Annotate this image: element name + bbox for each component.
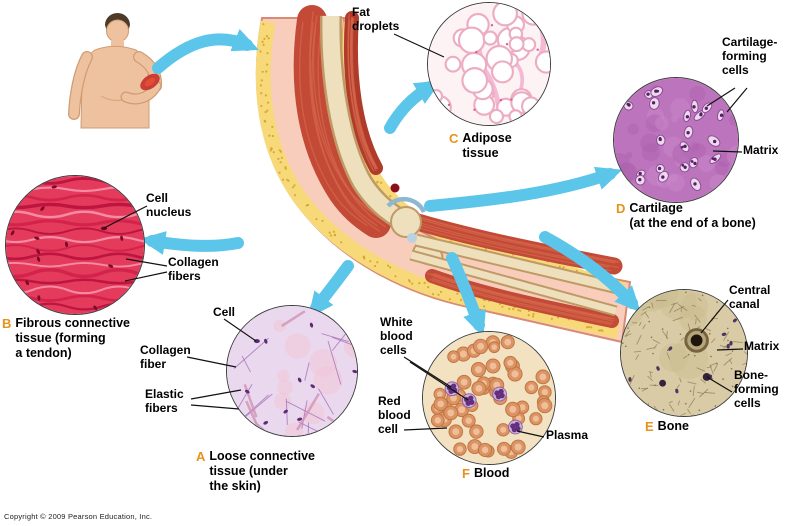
human-neck	[111, 40, 124, 48]
joint-cartilage	[386, 196, 427, 214]
caption-adipose: C Adipose tissue	[449, 131, 512, 161]
flow-arrows	[139, 28, 641, 338]
label-collagen-fibers: Collagen fibers	[168, 255, 219, 283]
copyright-note: Copyright © 2009 Pearson Education, Inc.	[4, 512, 153, 521]
label-bone-forming-cells: Bone- forming cells	[734, 368, 779, 410]
label-white-blood-cells: White blood cells	[380, 315, 413, 357]
label-matrix-cartilage: Matrix	[743, 143, 779, 157]
caption-bone: E Bone	[645, 419, 689, 434]
tissue-letter-a: A	[196, 449, 206, 464]
human-left-arm-fill	[69, 52, 92, 119]
micrograph-fibrous	[5, 175, 145, 315]
human-head	[106, 19, 129, 43]
human-torso	[80, 45, 150, 129]
human-right-forearm	[120, 80, 162, 105]
elbow-highlight	[140, 73, 160, 91]
human-left-arm	[68, 51, 93, 120]
human-figure	[68, 13, 163, 129]
blood-vessel	[390, 183, 400, 193]
fibrous-texture	[6, 176, 144, 314]
blood-texture	[423, 332, 555, 464]
tissue-letter-f: F	[462, 466, 470, 481]
tissue-name-blood: Blood	[473, 466, 510, 480]
arrow-to-blood	[446, 252, 486, 338]
micrograph-cartilage	[613, 77, 739, 203]
label-plasma: Plasma	[546, 428, 589, 442]
arrow-to-loose	[308, 260, 354, 319]
label-collagen-fiber: Collagen fiber	[140, 343, 191, 371]
caption-loose: A Loose connective tissue (under the ski…	[196, 449, 315, 493]
cartilage-texture	[614, 78, 738, 202]
human-right-forearm-fill	[121, 81, 161, 104]
human-right-upper-arm	[133, 51, 163, 92]
caption-cartilage: D Cartilage (at the end of a bone)	[616, 201, 756, 231]
tissue-letter-b: B	[2, 316, 12, 331]
caption-blood: F Blood	[462, 466, 509, 481]
tissue-name-fibrous: Fibrous connective tissue (forming a ten…	[15, 316, 130, 360]
label-cartilage-forming-cells: Cartilage- forming cells	[722, 35, 778, 77]
arrow-to-cartilage	[424, 166, 623, 212]
loose-texture	[227, 306, 357, 436]
label-red-blood-cell: Red blood cell	[378, 394, 411, 436]
micrograph-adipose	[427, 2, 551, 126]
arrow-to-fibrous	[139, 231, 244, 255]
label-cell-nucleus: Cell nucleus	[146, 191, 192, 219]
elbow-highlight-core	[144, 77, 156, 87]
tissue-letter-e: E	[645, 419, 654, 434]
tissue-letter-c: C	[449, 131, 459, 146]
tissue-name-bone: Bone	[657, 419, 689, 433]
adipose-texture	[428, 3, 550, 125]
joint-bursa	[407, 233, 417, 243]
label-elastic-fibers: Elastic fibers	[145, 387, 184, 415]
label-matrix-bone: Matrix	[744, 339, 780, 353]
label-fat-droplets: Fat droplets	[352, 5, 400, 33]
arrow-human-to-elbow	[152, 28, 260, 74]
arrow-to-bone	[539, 231, 641, 313]
human-right-upper-arm-fill	[134, 52, 161, 91]
human-hair	[105, 13, 130, 32]
tissue-name-cartilage: Cartilage (at the end of a bone)	[629, 201, 756, 230]
tissue-name-loose: Loose connective tissue (under the skin)	[209, 449, 315, 493]
label-central-canal: Central canal	[729, 283, 771, 311]
micrograph-blood	[422, 331, 556, 465]
tissue-name-adipose: Adipose tissue	[462, 131, 512, 160]
human-chest-line	[100, 95, 135, 102]
label-cell: Cell	[213, 305, 236, 319]
micrograph-loose	[226, 305, 358, 437]
tissue-letter-d: D	[616, 201, 626, 216]
caption-fibrous: B Fibrous connective tissue (forming a t…	[2, 316, 130, 360]
arrow-to-adipose	[384, 80, 442, 134]
